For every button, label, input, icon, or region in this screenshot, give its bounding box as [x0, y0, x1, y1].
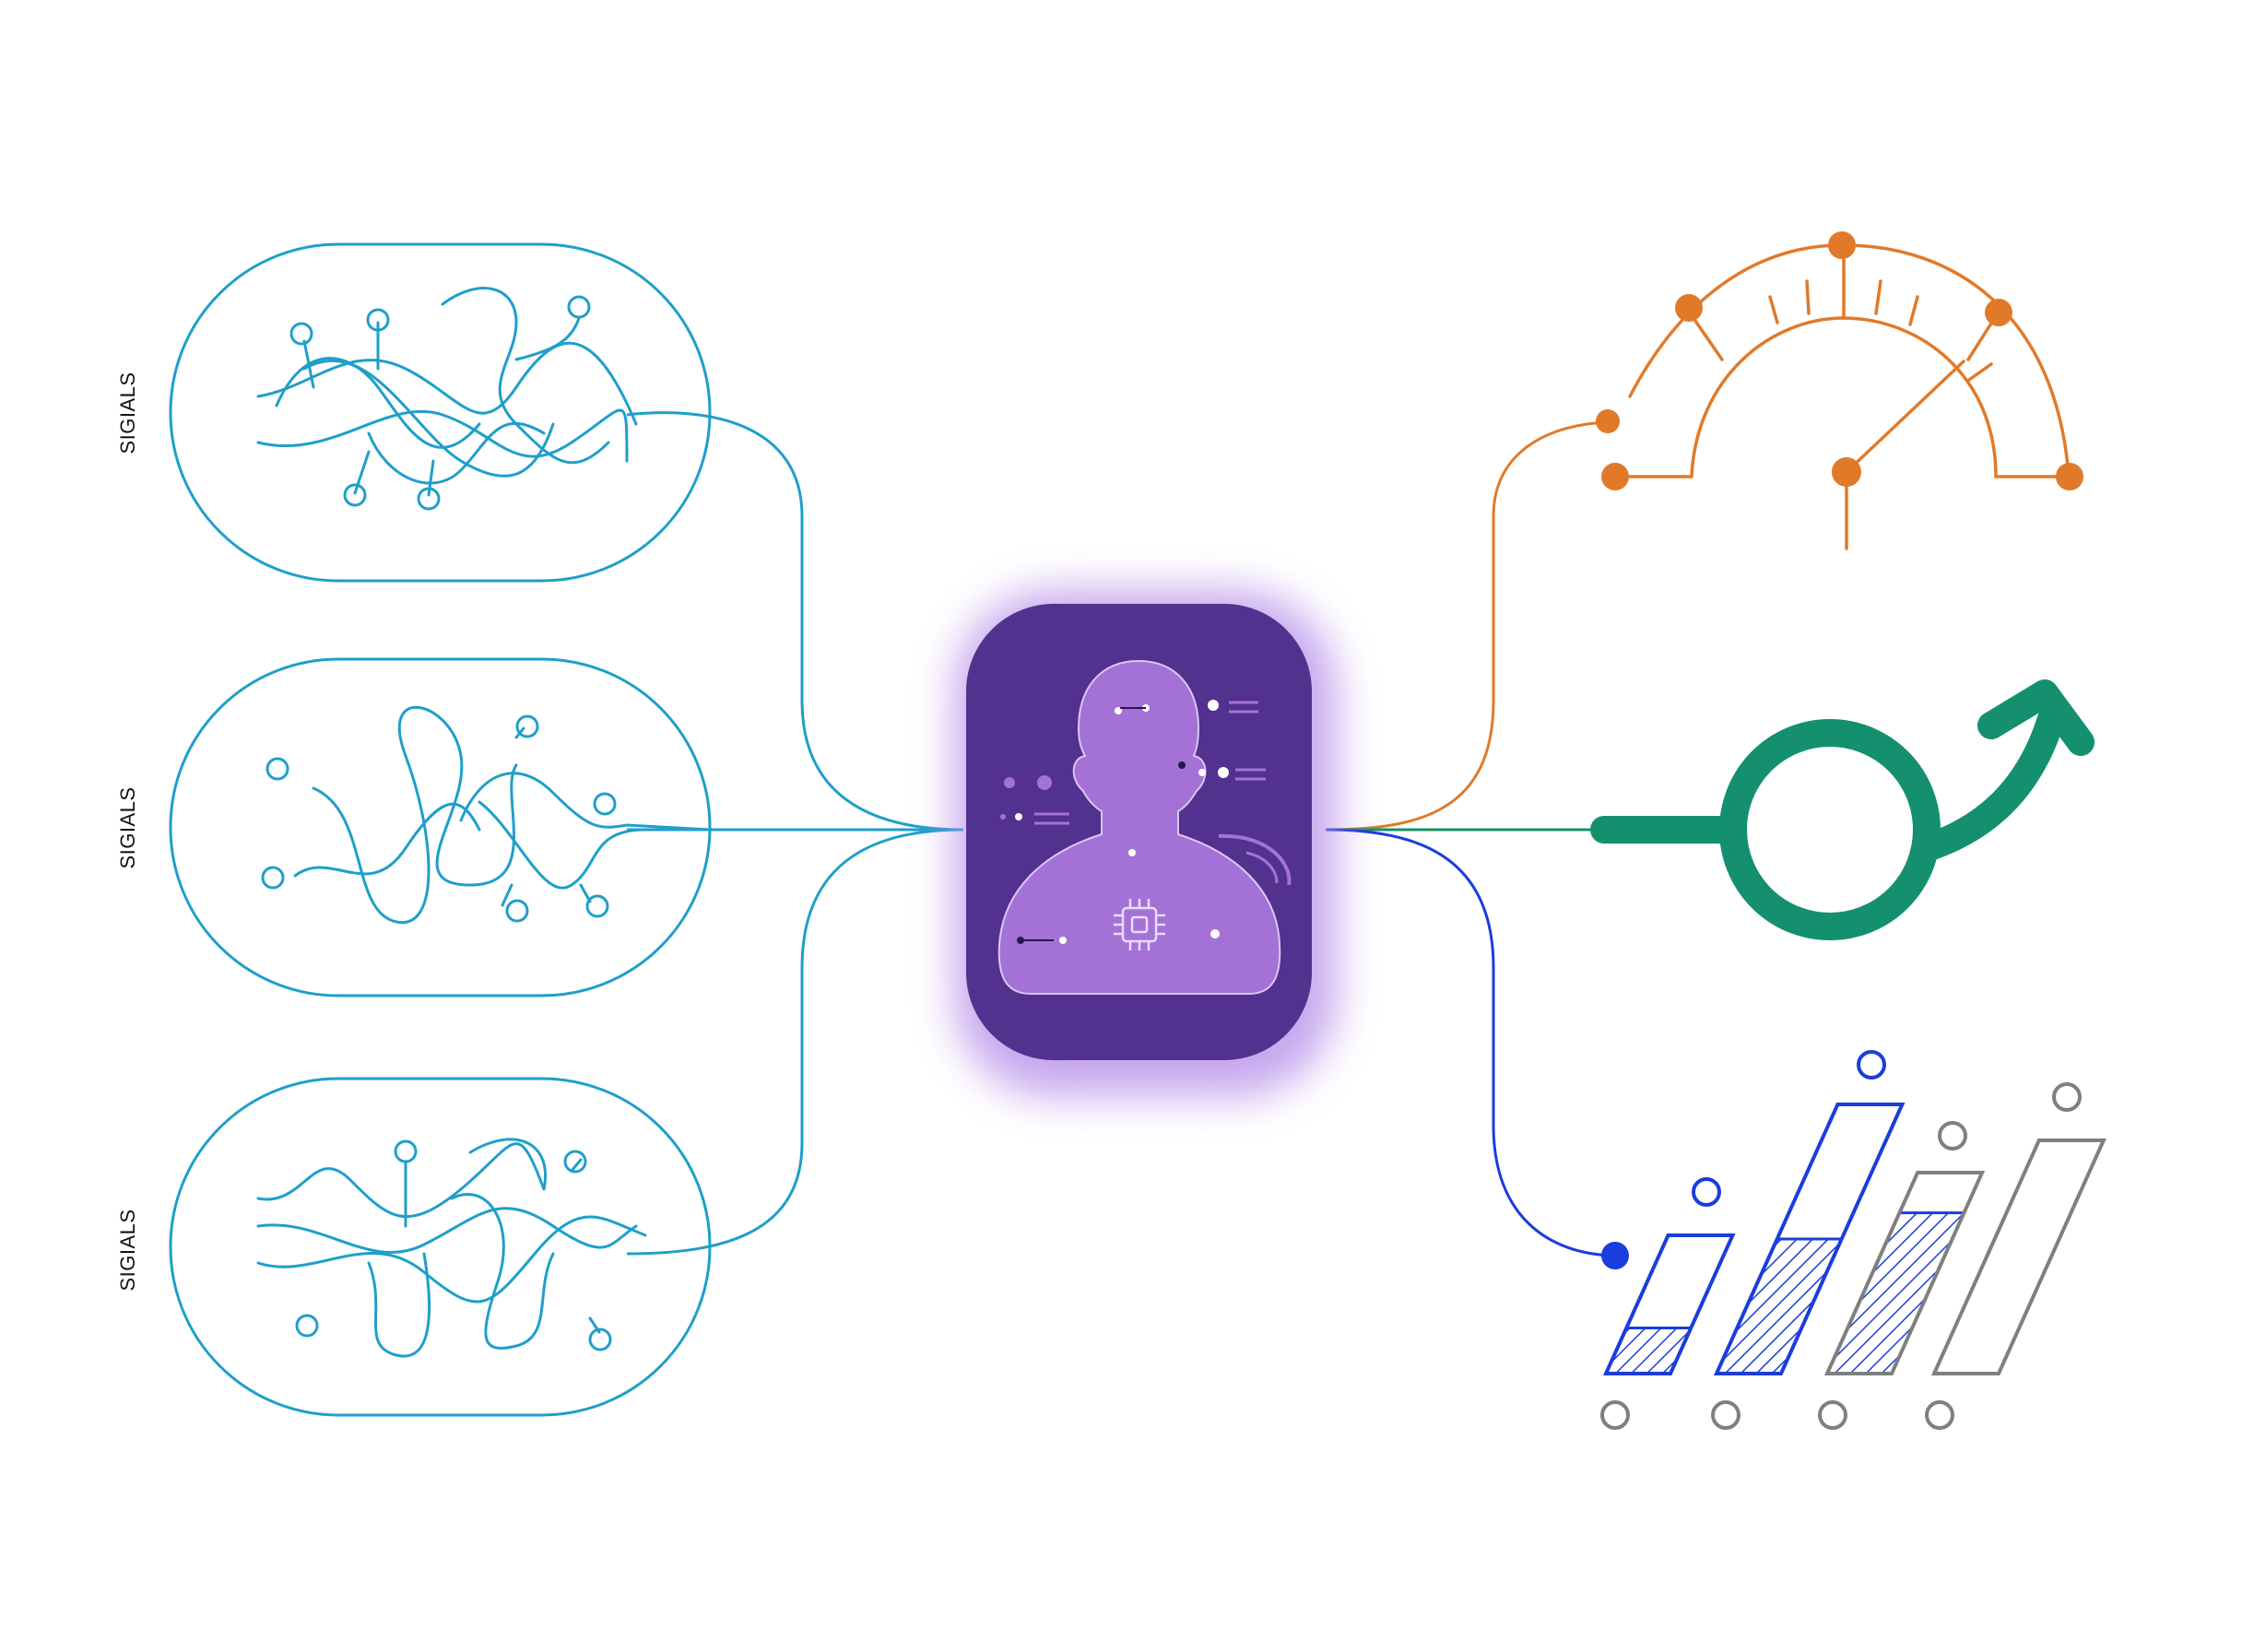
- bar-fill: [1603, 1327, 1693, 1375]
- connector-input-3: [626, 828, 964, 1256]
- bar-series: [1600, 1050, 2106, 1430]
- bar-fill: [1714, 1237, 1845, 1375]
- input-panel-2: SIGIALS: [116, 657, 712, 997]
- tangled-signal-icon: [256, 287, 638, 511]
- input-panel-3: SIGIALS: [116, 1077, 712, 1417]
- input-frame: [169, 1077, 712, 1417]
- connector-out-top: [1325, 420, 1610, 832]
- input-frame: [169, 242, 712, 583]
- input-label: SIGIALS: [116, 372, 139, 454]
- bar-chart-icon: [1600, 1050, 2106, 1430]
- ai-hub: [954, 590, 1337, 1097]
- input-label: SIGIALS: [116, 1209, 139, 1291]
- bar: [1713, 1103, 1906, 1375]
- bar: [1823, 1171, 1986, 1375]
- chip-icon: [1114, 899, 1165, 950]
- ai-person-chip-icon: [997, 659, 1292, 995]
- bar-chart-anchor-dot: [1601, 1242, 1629, 1269]
- hub-decorations: [1000, 700, 1292, 944]
- connector-out-bottom: [1325, 828, 1614, 1257]
- bar-top-marker: [1938, 1121, 1967, 1150]
- bar-base-marker: [1925, 1400, 1954, 1430]
- person-silhouette: [997, 659, 1281, 995]
- bar-top-marker: [1692, 1177, 1721, 1207]
- connector-input-1: [626, 411, 964, 832]
- tangled-signal-icon: [256, 1138, 647, 1358]
- bar: [1602, 1233, 1736, 1375]
- bar-top-marker: [2052, 1082, 2082, 1112]
- bar-base-marker: [1711, 1400, 1740, 1430]
- input-label: SIGIALS: [116, 786, 139, 868]
- bar-base-marker: [1818, 1400, 1847, 1430]
- input-panel-1: SIGIALS: [116, 242, 712, 583]
- bar-base-marker: [1600, 1400, 1630, 1430]
- bar-top-marker: [1857, 1050, 1886, 1080]
- tangled-signal-icon: [261, 705, 712, 925]
- circle-growth-arrow-icon: [1590, 679, 2094, 940]
- bar: [1930, 1139, 2106, 1375]
- input-frame: [169, 657, 712, 997]
- gauge-dial-icon: [1596, 231, 2083, 550]
